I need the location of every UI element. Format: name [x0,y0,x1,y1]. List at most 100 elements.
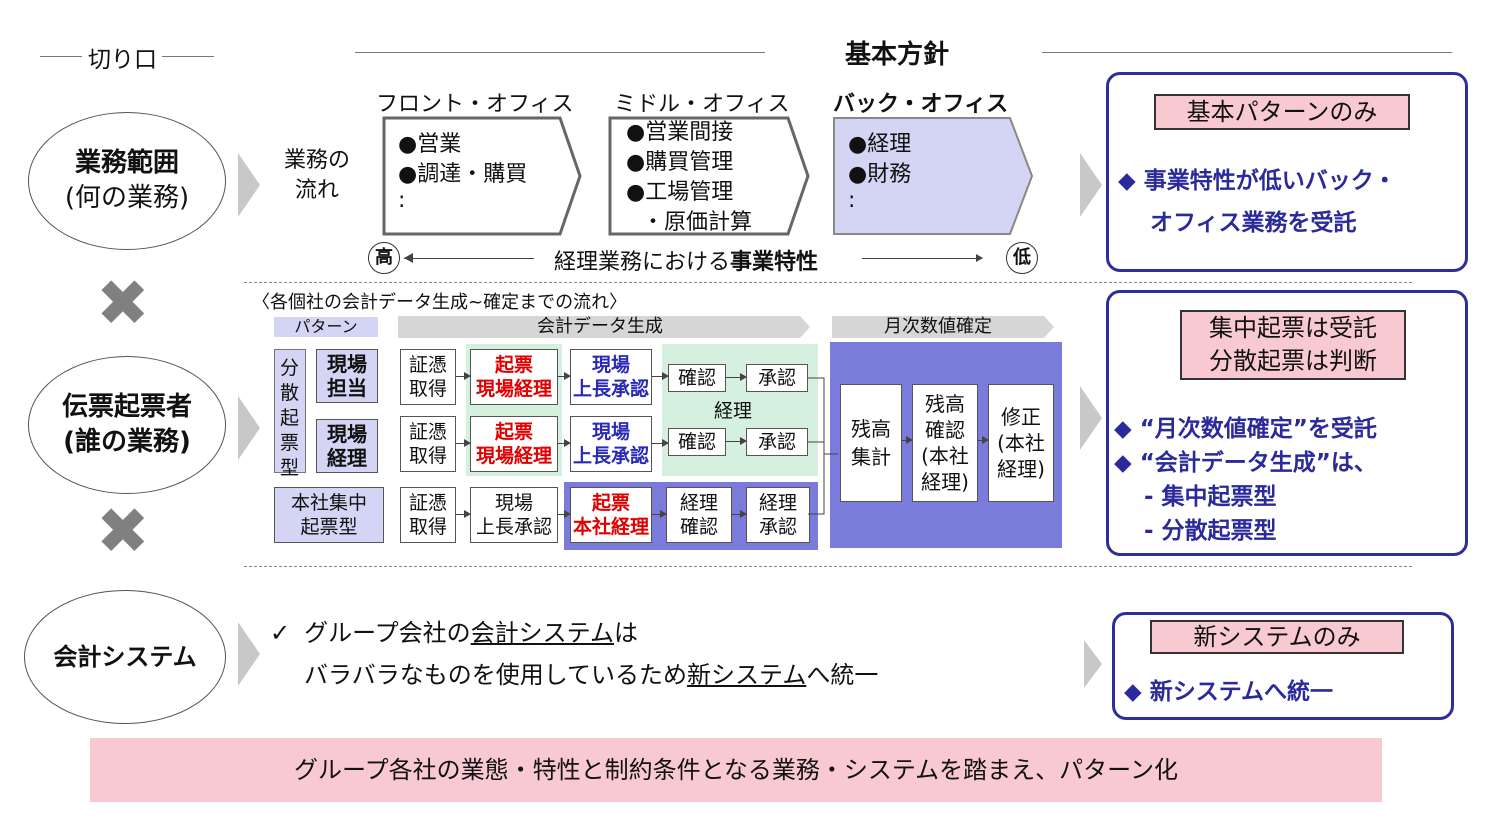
middle-item: ●工場管理 [626,180,734,205]
site-boss-l2: 上長承認 [572,378,649,400]
row-issuer-title-l2: (誰の業務) [63,427,191,457]
divider-1 [244,282,1412,283]
axis-label: 経理業務における事業特性 [554,244,818,276]
system-l2-underline: 新システム [687,661,807,689]
system-l1-pre: グループ会社の [304,619,471,647]
arrow-issuer-right-icon [1080,386,1102,450]
row-issuer-ellipse: 伝票起票者(誰の業務) [28,356,226,494]
axis-left-arrowhead-icon [404,253,413,263]
arrow-icon [456,510,471,518]
evidence-l2: 取得 [408,516,447,538]
axis-right-arrow-icon [862,254,983,262]
policy-system-l1: ◆ 新システムへ統一 [1124,679,1334,705]
policy-scope-l2: オフィス業務を受託 [1150,210,1357,236]
back-item: ●財務 [848,162,912,187]
evidence-l2: 取得 [408,445,447,467]
axis-left-arrow-icon [404,258,534,259]
header-left-rule-2 [162,56,214,57]
back-office-title: バック・オフィス [833,92,1009,117]
policy-issuer-head-l1: 集中起票は受託 [1209,314,1377,342]
policy-scope-text: ◆ 事業特性が低いバック・ オフィス業務を受託 [1118,160,1396,244]
back-office-items: ●経理 ●財務 : [834,124,911,212]
issue-cell-b: 起票現場経理 [470,416,558,472]
policy-issuer-head-l2: 分散起票は判断 [1209,347,1377,375]
fix-l1: 修正 [1001,405,1041,429]
evidence-l2: 取得 [408,378,447,400]
issue-label: 起票 [494,354,533,376]
arrow-icon [558,510,571,518]
dispersed-pattern-label: 分散起票型 [280,357,300,479]
role-acct-box: 現場経理 [316,419,378,473]
check-icon: ✓ [270,619,291,647]
monthly-header-shape [832,316,1054,338]
axis-label-pre: 経理業務における [554,250,731,275]
process-caption: 〈各個社の会計データ生成~確定までの流れ〉 [252,292,628,313]
bal-conf-cell: 残高確認(本社経理) [912,384,978,502]
high-badge: 高 [368,242,400,274]
axis-label-bold: 事業特性 [730,250,819,275]
low-badge: 低 [1006,242,1038,274]
approve-label: 承認 [757,431,796,453]
pattern-header: パターン [274,317,378,337]
evidence-l1: 証憑 [408,492,447,514]
bal-conf-l3: (本社 [921,444,969,468]
role-acct-l2: 経理 [327,446,367,470]
bal-sum-l1: 残高 [851,417,891,441]
policy-issuer-l1: ◆ “月次数値確定”を受託 [1114,416,1377,442]
evidence-cell-b: 証憑取得 [400,416,456,472]
back-item: : [848,188,856,213]
hq-acct-label: 本社経理 [572,516,649,538]
arrow-icon [902,436,913,444]
arrow-icon [732,510,747,518]
front-item: ●調達・購買 [398,162,528,187]
acct-approve-cell: 経理承認 [746,487,810,543]
row-scope-title-l1: 業務範囲 [74,147,179,178]
row-scope-title-l2: (何の業務) [64,183,190,213]
arrow-icon [456,439,471,447]
flow-label: 業務の流れ [284,146,350,206]
front-item: : [398,188,406,213]
site-boss-l1: 現場 [591,354,630,376]
system-l2-post: へ統一 [806,661,879,689]
bal-conf-l2: 確認 [925,418,965,442]
arrow-icon [558,439,571,447]
policy-issuer-l3: - 集中起票型 [1144,484,1277,510]
row-scope-ellipse: 業務範囲 (何の業務) [28,112,226,250]
evidence-cell-a: 証憑取得 [400,349,456,405]
acct-approve-l2: 承認 [758,516,797,538]
gen-header-shape [398,316,810,338]
confirm-label: 確認 [677,367,716,389]
fix-cell: 修正(本社経理) [988,384,1054,502]
acct-group-label: 経理 [714,400,753,422]
front-office-shape [382,116,582,236]
dispersed-pattern-box: 分散起票型 [274,349,306,479]
multiply-icon-1: ✖ [96,267,150,341]
middle-item: ・原価計算 [642,210,753,235]
row-system-ellipse: 会計システム [24,590,226,724]
flow-label-l2: 流れ [295,178,340,203]
arrow-issuer-left-icon [238,396,260,460]
policy-system-head: 新システムのみ [1150,620,1404,654]
acct-confirm-l1: 経理 [679,492,718,514]
system-l1-post: は [613,619,638,647]
arrow-icon [726,437,747,445]
site-boss-l1: 現場 [494,492,533,514]
bal-conf-l1: 残高 [925,392,965,416]
acct-approve-l1: 経理 [758,492,797,514]
header-left-label: 切り口 [88,47,157,73]
arrow-icon [456,372,471,380]
approve-cell-b: 承認 [746,428,808,456]
gen-header: 会計データ生成 [537,316,663,337]
site-boss-l2: 上長承認 [475,516,552,538]
acct-confirm-l2: 確認 [679,516,718,538]
site-boss-cell-c: 現場上長承認 [470,487,558,543]
header-left-rule-1 [40,56,82,57]
arrow-icon [558,372,571,380]
arrow-icon [978,436,989,444]
site-boss-cell-b: 現場上長承認 [570,416,652,472]
hq-pattern-l1: 本社集中 [290,492,367,514]
site-boss-cell-a: 現場上長承認 [570,349,652,405]
issue-cell-a: 起票現場経理 [470,349,558,405]
site-boss-l2: 上長承認 [572,445,649,467]
policy-issuer-text: ◆ “月次数値確定”を受託 ◆ “会計データ生成”は、 - 集中起票型 - 分散… [1114,412,1377,548]
